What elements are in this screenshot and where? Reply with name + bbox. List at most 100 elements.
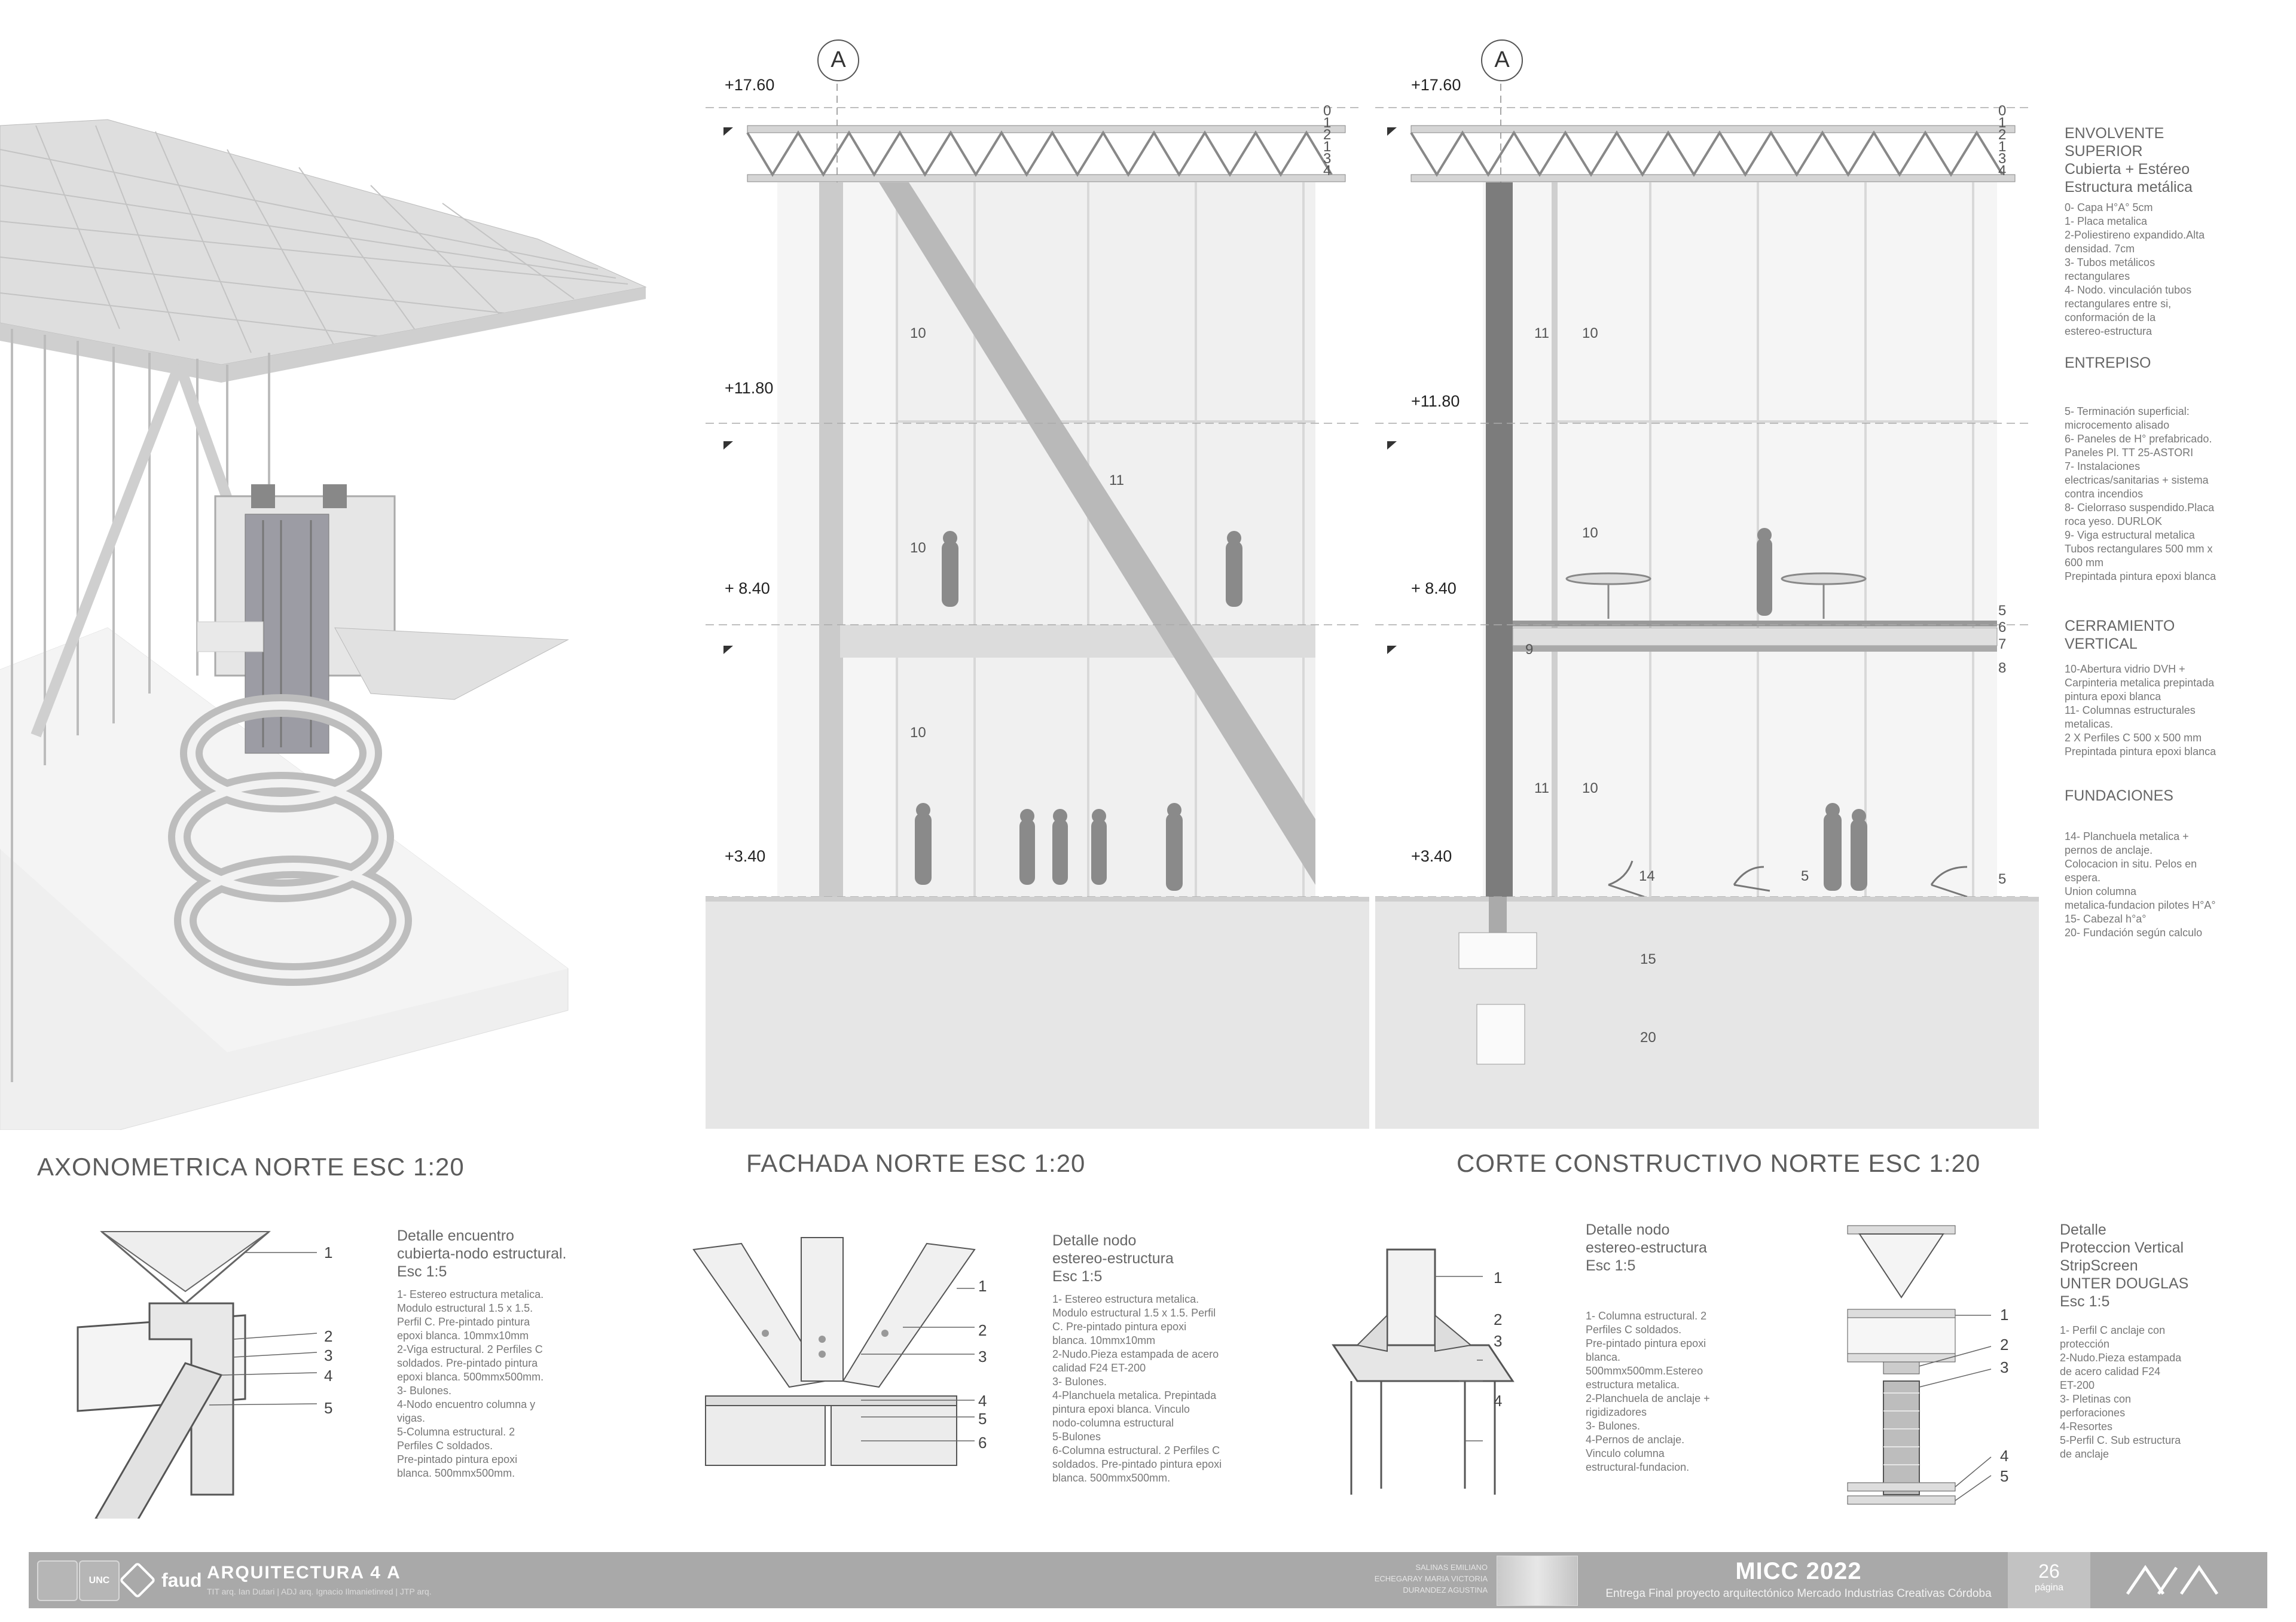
callout: 4 bbox=[978, 1392, 987, 1410]
roof-number: 0 bbox=[1323, 103, 1332, 119]
roof-number: 1 bbox=[1998, 139, 2007, 155]
facade-tag-glazing: 10 bbox=[910, 725, 926, 741]
page-number-box: 26 página bbox=[2008, 1552, 2090, 1608]
callout: 2 bbox=[1494, 1311, 1503, 1328]
page-label: página bbox=[2034, 1583, 2064, 1593]
callout: 3 bbox=[978, 1348, 987, 1366]
roof-number: 0 bbox=[1998, 103, 2007, 119]
detail-body: 1- Estereo estructura metalica. Modulo e… bbox=[397, 1288, 544, 1479]
facade-tag-glazing: 10 bbox=[910, 325, 926, 341]
detail-3-text: Detalle nodo estereo-estructura Esc 1:5 … bbox=[1586, 1221, 1765, 1474]
axonometric-drawing bbox=[0, 119, 647, 1130]
unc-logo-text: UNC bbox=[88, 1575, 110, 1586]
section-tag-column: 11 bbox=[1534, 780, 1549, 796]
slab-tag: 6 bbox=[1998, 619, 2007, 636]
legend-cerramiento: CERRAMIENTO VERTICAL 10-Abertura vidrio … bbox=[2065, 617, 2268, 759]
callout: 1 bbox=[1494, 1269, 1503, 1287]
callout: 6 bbox=[978, 1434, 987, 1452]
section-tag-floor-right: 5 bbox=[1998, 871, 2007, 887]
detail-column-base-drawing bbox=[1332, 1248, 1515, 1495]
section-tag-glazing: 10 bbox=[1582, 780, 1598, 796]
section-tag-cap: 15 bbox=[1640, 951, 1656, 967]
detail-heading: Detalle encuentro cubierta-nodo estructu… bbox=[397, 1227, 567, 1280]
roof-number: 1 bbox=[1323, 139, 1332, 155]
roof-number: 1 bbox=[1323, 115, 1332, 131]
slab-tag: 8 bbox=[1998, 660, 2007, 676]
level-label-8-40: + 8.40 bbox=[1411, 579, 1457, 597]
detail-body: 1- Perfil C anclaje con protección 2-Nud… bbox=[2060, 1324, 2182, 1460]
callout: 1 bbox=[2000, 1306, 2009, 1324]
section-drawing bbox=[1375, 84, 2039, 1129]
detail-4-text: Detalle Proteccion Vertical StripScreen … bbox=[2060, 1221, 2239, 1461]
detail-heading: Detalle nodo estereo-estructura Esc 1:5 bbox=[1586, 1221, 1707, 1274]
legend-heading: ENVOLVENTE SUPERIOR Cubierta + Estéreo E… bbox=[2065, 125, 2193, 196]
detail-stereo-node-drawing bbox=[692, 1237, 976, 1466]
section-slab-tags: 5 6 7 8 bbox=[1998, 603, 2006, 677]
facade-title: FACHADA NORTE ESC 1:20 bbox=[746, 1149, 1086, 1177]
callout: 2 bbox=[2000, 1336, 2009, 1354]
facade-drawing bbox=[706, 84, 1369, 1129]
unc-logo: UNC bbox=[79, 1560, 120, 1601]
legend-text: 0- Capa H°A° 5cm 1- Placa metalica 2-Pol… bbox=[2065, 201, 2205, 337]
roof-number: 3 bbox=[1323, 151, 1332, 167]
footer-bar: UNC faud ARQUITECTURA 4 A TIT arq. Ian D… bbox=[29, 1552, 2267, 1608]
level-label-11-80: +11.80 bbox=[1411, 392, 1460, 410]
detail-stripscreen-drawing bbox=[1847, 1225, 1992, 1505]
axis-tag-section: A bbox=[1481, 39, 1523, 81]
roof-number: 4 bbox=[1323, 163, 1332, 179]
section-tag-column: 11 bbox=[1534, 325, 1549, 341]
facade-tag-glazing: 10 bbox=[910, 540, 926, 556]
callout: 4 bbox=[1494, 1392, 1503, 1410]
callout: 5 bbox=[978, 1410, 987, 1428]
detail-body: 1- Estereo estructura metalica. Modulo e… bbox=[1052, 1293, 1222, 1484]
section-tag-glazing: 10 bbox=[1582, 325, 1598, 341]
callout: 1 bbox=[978, 1277, 987, 1295]
legend-text: 10-Abertura vidrio DVH + Carpinteria met… bbox=[2065, 663, 2216, 757]
legend-heading: CERRAMIENTO VERTICAL bbox=[2065, 618, 2175, 652]
roof-layer-numbers-section: 0 1 2 1 3 4 bbox=[1998, 103, 2007, 178]
project-block: MICC 2022 Entrega Final proyecto arquite… bbox=[1601, 1558, 1996, 1600]
slab-tag: 7 bbox=[1998, 636, 2007, 652]
callout: 5 bbox=[324, 1399, 333, 1417]
level-label-11-80: +11.80 bbox=[725, 379, 774, 397]
course-staff: TIT arq. Ian Dutari | ADJ arq. Ignacio I… bbox=[207, 1587, 432, 1596]
slab-tag: 5 bbox=[1998, 603, 2007, 619]
facade-tag-column: 11 bbox=[1109, 472, 1124, 488]
course-block: ARQUITECTURA 4 A TIT arq. Ian Dutari | A… bbox=[207, 1563, 432, 1596]
faud-icon bbox=[118, 1561, 157, 1599]
legend-text: 14- Planchuela metalica + pernos de ancl… bbox=[2065, 830, 2216, 939]
section-tag-floor-mid: 5 bbox=[1801, 868, 1809, 884]
legend-entrepiso: ENTREPISO 5- Terminación superficial: mi… bbox=[2065, 354, 2268, 584]
studio-logo-icon bbox=[2121, 1564, 2229, 1596]
section-tag-beam: 9 bbox=[1525, 642, 1534, 658]
faud-logo-text: faud bbox=[161, 1569, 202, 1591]
detail-2-text: Detalle nodo estereo-estructura Esc 1:5 … bbox=[1052, 1232, 1250, 1485]
axis-tag-facade: A bbox=[817, 39, 859, 81]
detail-1-text: Detalle encuentro cubierta-nodo estructu… bbox=[397, 1227, 588, 1480]
roof-number: 3 bbox=[1998, 151, 2007, 167]
callout: 3 bbox=[1494, 1332, 1503, 1350]
level-label-3-40: +3.40 bbox=[725, 847, 766, 865]
callout: 3 bbox=[2000, 1358, 2009, 1376]
roof-layer-numbers-facade: 0 1 2 1 3 4 bbox=[1323, 103, 1332, 179]
student-names: SALINAS EMILIANO ECHEGARAY MARIA VICTORI… bbox=[1374, 1563, 1488, 1594]
student-photo bbox=[1497, 1556, 1578, 1606]
detail-body: 1- Columna estructural. 2 Perfiles C sol… bbox=[1586, 1310, 1710, 1473]
page-number: 26 bbox=[2038, 1560, 2060, 1582]
roof-number: 2 bbox=[1998, 127, 2007, 143]
callout: 5 bbox=[2000, 1467, 2009, 1485]
legend-text: 5- Terminación superficial: microcemento… bbox=[2065, 405, 2216, 582]
coat-of-arms-icon bbox=[37, 1560, 78, 1601]
level-label-17-60: +17.60 bbox=[1411, 76, 1461, 94]
roof-number: 2 bbox=[1323, 127, 1332, 143]
project-title: MICC 2022 bbox=[1735, 1558, 1862, 1584]
detail-roof-node-drawing bbox=[77, 1230, 317, 1519]
project-subtitle: Entrega Final proyecto arquitectónico Me… bbox=[1605, 1587, 1992, 1600]
legend-envolvente: ENVOLVENTE SUPERIOR Cubierta + Estéreo E… bbox=[2065, 124, 2268, 338]
section-tag-glazing: 10 bbox=[1582, 525, 1598, 541]
section-tag-floor: 14 bbox=[1639, 868, 1655, 884]
callout: 4 bbox=[324, 1367, 333, 1385]
faud-logo: faud bbox=[118, 1561, 202, 1599]
callout: 1 bbox=[324, 1244, 333, 1261]
detail-heading: Detalle Proteccion Vertical StripScreen … bbox=[2060, 1221, 2189, 1310]
